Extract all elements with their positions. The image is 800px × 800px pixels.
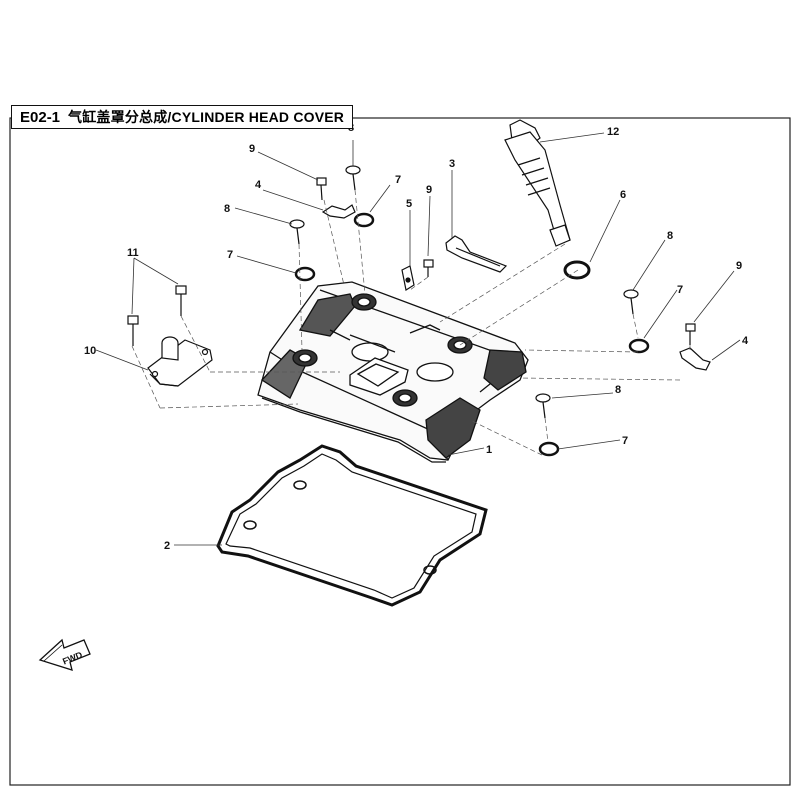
ignition-coil-part-12 <box>504 119 571 247</box>
callout-8-left: 8 <box>224 203 230 215</box>
bolt-part-8-a <box>345 165 361 191</box>
washer-part-7-d <box>538 441 560 457</box>
bolt-part-8-c <box>623 289 639 315</box>
washer-part-7-c <box>628 338 650 354</box>
bolt-part-9-a <box>316 177 327 201</box>
bolt-part-8-d <box>535 393 551 419</box>
diagram-code: E02-1 <box>20 108 61 126</box>
washer-part-7-b <box>294 266 316 282</box>
callout-labels: 1 2 3 4 4 5 6 7 7 7 7 8 8 8 8 9 9 9 10 1… <box>84 122 749 552</box>
callout-7-left: 7 <box>227 249 233 261</box>
bolt-part-11-left <box>127 315 139 346</box>
gasket-part-2 <box>216 444 488 607</box>
callout-3: 3 <box>449 158 455 170</box>
callout-12: 12 <box>607 126 619 138</box>
callout-4-right: 4 <box>742 335 749 347</box>
callout-7-right: 7 <box>677 284 683 296</box>
washer-part-7-a <box>353 212 375 228</box>
callout-5: 5 <box>406 198 412 210</box>
fwd-direction-arrow: FWD <box>38 638 91 671</box>
diagram-title: 气缸盖罩分总成/CYLINDER HEAD COVER <box>68 109 345 125</box>
bracket-part-4-right <box>679 347 711 371</box>
callout-4-top: 4 <box>255 179 262 191</box>
clip-part-5 <box>401 265 415 291</box>
seal-ring-part-6 <box>563 260 591 280</box>
bolt-part-9-b <box>423 259 434 277</box>
breather-cover-part-10 <box>147 336 213 387</box>
leader-lines <box>95 132 741 546</box>
callout-9-top: 9 <box>249 143 255 155</box>
callout-10: 10 <box>84 345 96 357</box>
callout-2: 2 <box>164 540 170 552</box>
callout-9-right: 9 <box>736 260 742 272</box>
drawing-frame <box>9 117 791 786</box>
callout-8-right: 8 <box>667 230 673 242</box>
bolt-part-9-c <box>685 323 696 345</box>
callout-7-bottom: 7 <box>622 435 628 447</box>
callout-11: 11 <box>127 247 139 259</box>
bolt-part-8-b <box>289 219 305 245</box>
callout-6: 6 <box>620 189 626 201</box>
dashed-assembly-lines <box>131 189 691 456</box>
bracket-part-4-top <box>321 204 356 219</box>
bolt-part-11-right <box>175 285 187 316</box>
callout-9-middle: 9 <box>426 184 432 196</box>
callout-1: 1 <box>486 444 492 456</box>
diagram-title-box: E02-1 气缸盖罩分总成/CYLINDER HEAD COVER <box>11 105 354 129</box>
valve-cover-part-1 <box>257 281 529 463</box>
callout-7-top: 7 <box>395 174 401 186</box>
bracket-part-3 <box>445 235 508 273</box>
callout-8-bottom: 8 <box>615 384 621 396</box>
